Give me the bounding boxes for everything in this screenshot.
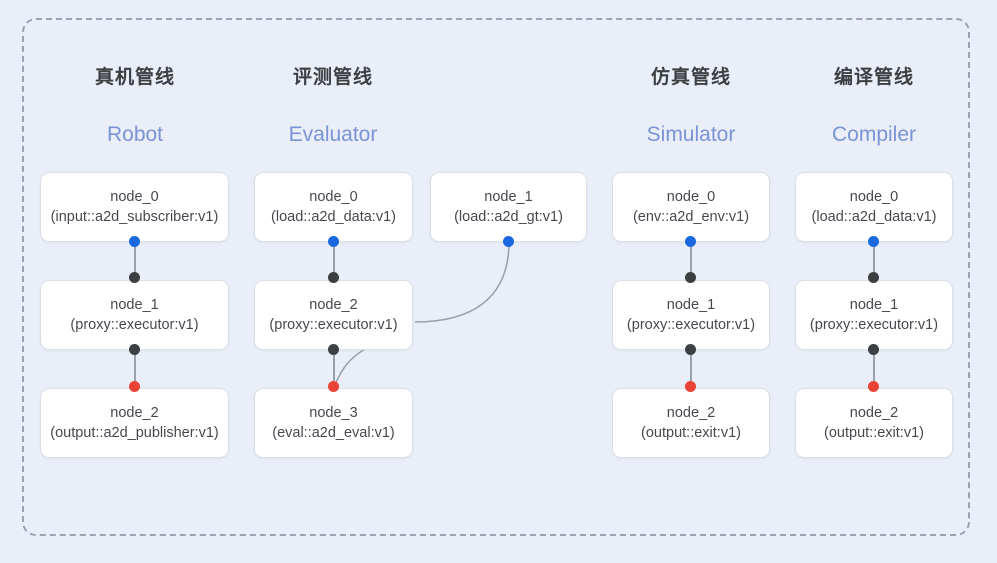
port-output-blue-evaluator-0 [328,236,339,247]
port-output-blue-simulator-0 [685,236,696,247]
node-type: (output::a2d_publisher:v1) [50,424,219,441]
node-card-robot-2[interactable]: node_2 (output::a2d_publisher:v1) [40,388,229,458]
port-input-red-robot-2 [129,381,140,392]
node-name: node_0 [110,188,159,205]
column-subtitle-evaluator: Evaluator [288,123,378,146]
node-type: (load::a2d_data:v1) [811,208,937,225]
node-name: node_2 [110,404,159,421]
node-type: (proxy::executor:v1) [626,316,756,333]
column-title-simulator: 仿真管线 [650,67,731,88]
node-type: (load::a2d_data:v1) [271,208,396,225]
node-name: node_3 [309,404,358,421]
node-name: node_1 [666,296,716,313]
node-card-simulator-1[interactable]: node_1 (proxy::executor:v1) [612,280,770,350]
edge-robot-1-to-2 [134,348,136,386]
column-title-evaluator: 评测管线 [292,67,373,88]
port-output-dark-robot-1 [129,344,140,355]
edge-simulator-0-to-1 [690,240,692,278]
port-input-dark-simulator-1 [685,272,696,283]
edge-simulator-1-to-2 [690,348,692,386]
port-input-dark-compiler-1 [868,272,879,283]
node-name: node_1 [849,296,899,313]
port-output-blue-evaluator-gt [503,236,514,247]
column-subtitle-robot: Robot [106,123,164,146]
node-name: node_1 [110,296,159,313]
edge-compiler-0-to-1 [873,240,875,278]
port-output-blue-compiler-0 [868,236,879,247]
port-output-dark-evaluator-2 [328,344,339,355]
node-type: (output::exit:v1) [641,424,741,441]
port-input-dark-evaluator-2 [328,272,339,283]
column-title-compiler: 编译管线 [833,67,914,88]
node-name: node_2 [666,404,716,421]
node-card-evaluator-2[interactable]: node_2 (proxy::executor:v1) [254,280,413,350]
edge-evaluator-0-to-2 [333,240,335,278]
node-card-simulator-0[interactable]: node_0 (env::a2d_env:v1) [612,172,770,242]
node-type: (proxy::executor:v1) [269,316,398,333]
edge-robot-0-to-1 [134,240,136,278]
node-type: (proxy::executor:v1) [809,316,939,333]
node-type: (proxy::executor:v1) [70,316,199,333]
node-card-robot-0[interactable]: node_0 (input::a2d_subscriber:v1) [40,172,229,242]
edge-compiler-1-to-2 [873,348,875,386]
node-type: (env::a2d_env:v1) [632,208,750,225]
node-card-compiler-1[interactable]: node_1 (proxy::executor:v1) [795,280,953,350]
node-name: node_1 [484,188,533,205]
port-input-red-evaluator-3 [328,381,339,392]
node-type: (output::exit:v1) [824,424,924,441]
node-name: node_0 [849,188,899,205]
port-output-blue-robot-0 [129,236,140,247]
node-name: node_2 [309,296,358,313]
node-card-evaluator-0[interactable]: node_0 (load::a2d_data:v1) [254,172,413,242]
port-input-dark-robot-1 [129,272,140,283]
node-card-evaluator-gt[interactable]: node_1 (load::a2d_gt:v1) [430,172,587,242]
port-output-dark-compiler-1 [868,344,879,355]
node-card-evaluator-3[interactable]: node_3 (eval::a2d_eval:v1) [254,388,413,458]
node-name: node_2 [849,404,899,421]
pipeline-panel-dashed-border [22,18,970,536]
node-card-robot-1[interactable]: node_1 (proxy::executor:v1) [40,280,229,350]
column-subtitle-compiler: Compiler [831,123,917,146]
node-type: (input::a2d_subscriber:v1) [50,208,219,225]
column-subtitle-simulator: Simulator [646,123,736,146]
port-input-red-compiler-2 [868,381,879,392]
node-card-compiler-2[interactable]: node_2 (output::exit:v1) [795,388,953,458]
node-card-compiler-0[interactable]: node_0 (load::a2d_data:v1) [795,172,953,242]
port-input-red-simulator-2 [685,381,696,392]
edge-evaluator-2-to-3 [333,348,335,386]
node-card-simulator-2[interactable]: node_2 (output::exit:v1) [612,388,770,458]
port-output-dark-simulator-1 [685,344,696,355]
column-title-robot: 真机管线 [94,67,175,88]
node-name: node_0 [309,188,358,205]
node-type: (eval::a2d_eval:v1) [272,424,395,441]
node-name: node_0 [666,188,716,205]
node-type: (load::a2d_gt:v1) [454,208,563,225]
